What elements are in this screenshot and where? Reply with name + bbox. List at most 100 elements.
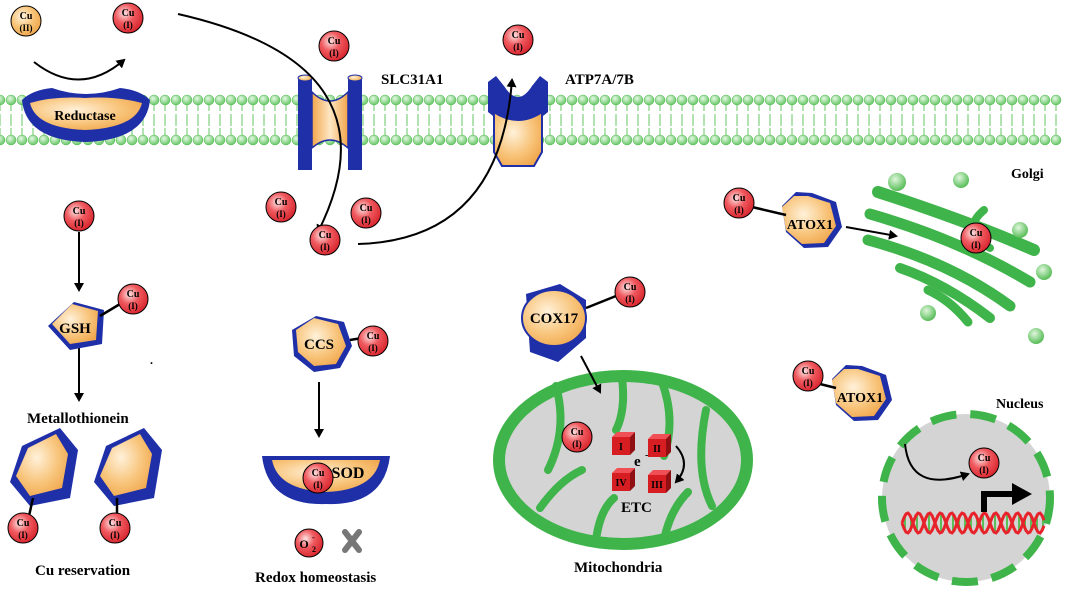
metallothionein-label: Metallothionein: [27, 411, 129, 427]
svg-text:II: II: [653, 444, 661, 455]
electron-flow-arrow: [674, 445, 685, 484]
svg-text:Cu: Cu: [367, 331, 380, 342]
svg-text:Cu: Cu: [978, 453, 991, 464]
complex-i: I: [612, 432, 635, 455]
svg-text:Cu: Cu: [571, 427, 584, 438]
svg-text:IV: IV: [615, 478, 627, 489]
reduction-arrow: [33, 58, 126, 81]
svg-text:III: III: [651, 480, 663, 491]
svg-text:(I): (I): [320, 242, 330, 252]
svg-text:(I): (I): [368, 343, 378, 353]
cu-i-ion-sod-bound: Cu(I): [302, 462, 334, 494]
cu-i-ion-mt-bound-1: Cu(I): [7, 512, 39, 544]
slc31a1-label: SLC31A1: [381, 72, 444, 88]
svg-text:(I): (I): [18, 530, 28, 540]
svg-text:I: I: [619, 442, 623, 453]
reductase-label: Reductase: [54, 109, 115, 124]
electron-label: e: [634, 454, 641, 470]
cu-i-ion-cytosol-2: Cu(I): [350, 197, 382, 229]
cu-i-ion-mitochondria: Cu(I): [561, 421, 593, 453]
reductase-protein: Reductase: [22, 88, 150, 142]
nucleus-label: Nucleus: [996, 397, 1044, 412]
svg-text:O: O: [299, 537, 308, 551]
svg-text:(I): (I): [329, 48, 339, 58]
cu-i-ion-cox17-bound: Cu(I): [614, 276, 646, 308]
cu-i-ion-atox1-nucleus: Cu(I): [792, 360, 824, 392]
complex-iii: III: [648, 470, 671, 493]
svg-text:(I): (I): [979, 465, 989, 475]
svg-text:Cu: Cu: [624, 282, 637, 293]
cu-i-ion-cytosol-1: Cu(I): [265, 191, 297, 223]
cu-reservation-label: Cu reservation: [35, 563, 131, 579]
svg-text:(I): (I): [110, 530, 120, 540]
svg-text:(I): (I): [625, 294, 635, 304]
svg-text:(I): (I): [128, 301, 138, 311]
svg-text:Cu: Cu: [127, 289, 140, 300]
svg-text:(I): (I): [513, 42, 523, 52]
svg-text:(I): (I): [361, 215, 371, 225]
cu-i-ion-extracellular: Cu(I): [112, 2, 144, 34]
redox-homeostasis-label: Redox homeostasis: [255, 570, 376, 586]
svg-text:.: .: [150, 353, 153, 367]
cu-i-ion-golgi: Cu(I): [960, 222, 992, 254]
cox17-label: COX17: [530, 311, 579, 327]
svg-text:Cu: Cu: [122, 8, 135, 19]
transcription-arrow: [981, 483, 1032, 512]
svg-text:Cu: Cu: [312, 468, 325, 479]
svg-text:(I): (I): [74, 218, 84, 228]
svg-text:-: -: [312, 533, 315, 542]
svg-text:Cu: Cu: [109, 518, 122, 529]
cu-i-ion-ccs-bound: Cu(I): [357, 325, 389, 357]
atox1-golgi-label: ATOX1: [787, 218, 833, 233]
cu-export-arrow: [357, 78, 517, 245]
superoxide: O 2 -: [294, 528, 324, 558]
svg-text:Cu: Cu: [20, 11, 33, 22]
atp7-label: ATP7A/7B: [565, 72, 634, 88]
svg-text:Cu: Cu: [733, 193, 746, 204]
svg-text:Cu: Cu: [275, 197, 288, 208]
svg-text:(I): (I): [572, 439, 582, 449]
svg-text:(I): (I): [123, 20, 133, 30]
golgi-label: Golgi: [1011, 167, 1044, 182]
metallothionein-protein: [10, 428, 162, 517]
ccs-label: CCS: [304, 337, 334, 353]
cross-icon: [342, 529, 362, 553]
ccs-chaperone: CCS: [292, 316, 352, 372]
cu-i-ion-atox1-golgi: Cu(I): [723, 187, 755, 219]
svg-text:Cu: Cu: [17, 518, 30, 529]
cu-i-ion-exported: Cu(I): [502, 24, 534, 56]
svg-text:(II): (II): [20, 23, 33, 33]
cu-i-ion-nucleus: Cu(I): [968, 447, 1000, 479]
cu-i-ion-near-slc31a1: Cu(I): [318, 30, 350, 62]
svg-text:Cu: Cu: [802, 366, 815, 377]
cu-i-ion-gsh-bound: Cu(I): [117, 283, 149, 315]
gsh-molecule: GSH: [48, 302, 104, 350]
svg-text:(I): (I): [313, 480, 323, 490]
dna-double-helix: [900, 511, 1046, 535]
slc31a1-transporter: [297, 74, 363, 170]
golgi-apparatus: [862, 172, 1052, 344]
svg-text:(I): (I): [971, 240, 981, 250]
gsh-label: GSH: [59, 321, 91, 337]
sod-label: SOD: [332, 465, 365, 482]
cu-ii-ion-extracellular: Cu(II): [10, 5, 42, 37]
to-mitochondria-arrow: [580, 355, 602, 394]
electron-charge: -: [645, 450, 648, 461]
svg-text:(I): (I): [803, 378, 813, 388]
svg-text:Cu: Cu: [328, 36, 341, 47]
mitochondrion: [493, 370, 753, 550]
svg-text:Cu: Cu: [970, 228, 983, 239]
to-nucleus-arrow: [904, 443, 970, 482]
svg-text:Cu: Cu: [73, 206, 86, 217]
complex-ii: II: [648, 434, 671, 457]
nucleus: [878, 410, 1054, 586]
cu-import-arrow: [177, 13, 342, 234]
mitochondria-label: Mitochondria: [574, 560, 663, 576]
complex-iv: IV: [612, 468, 635, 491]
golgi-arrow: [845, 226, 898, 240]
cox17-chaperone: COX17: [521, 284, 587, 362]
cu-i-ion-mt-bound-2: Cu(I): [99, 512, 131, 544]
